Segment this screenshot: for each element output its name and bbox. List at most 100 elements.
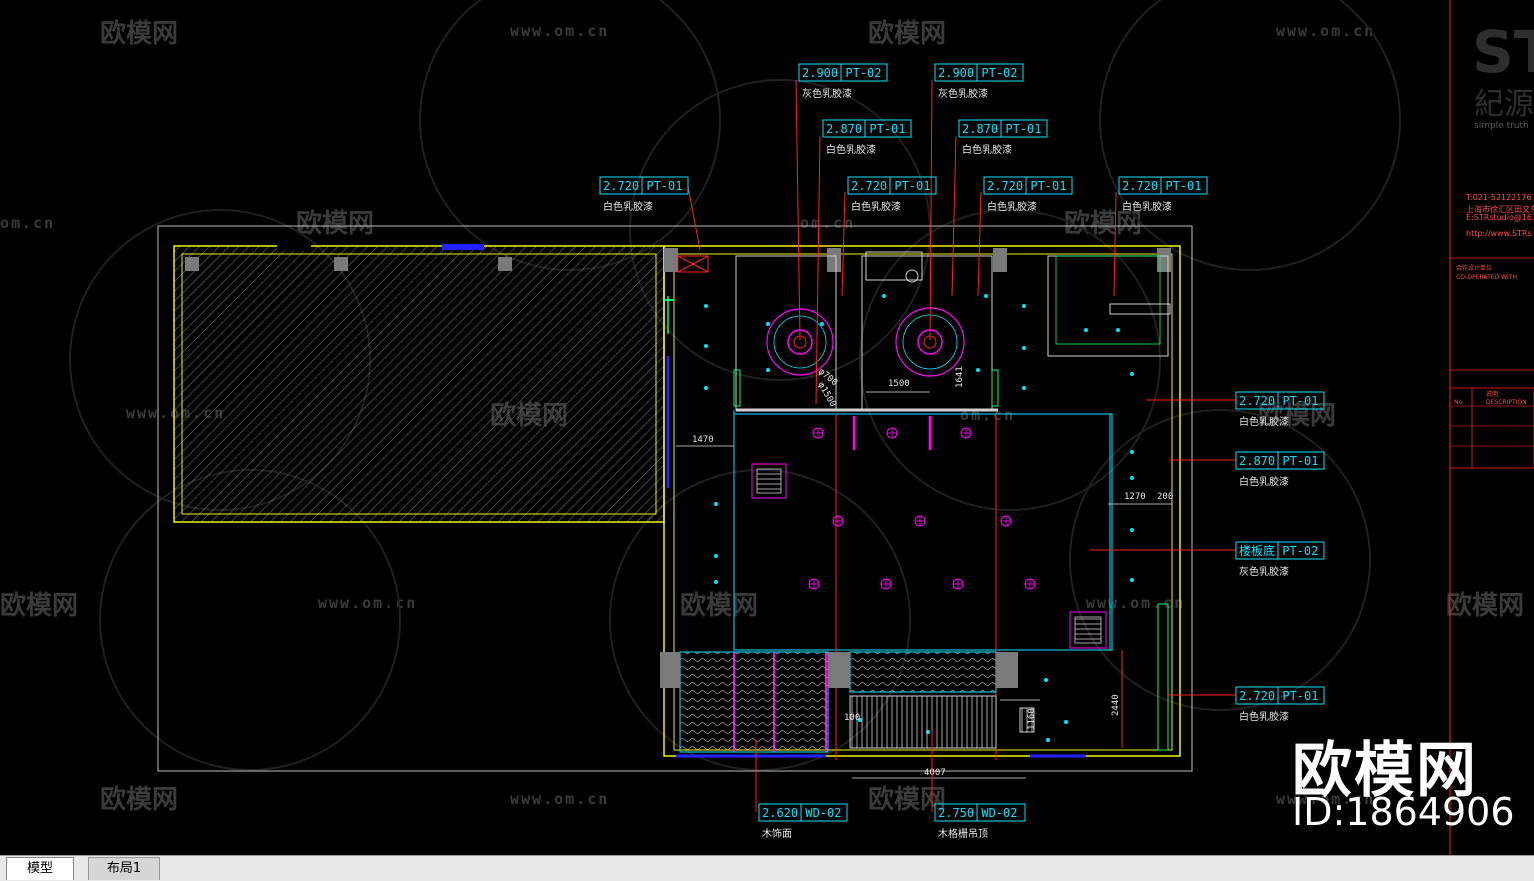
partitions	[733, 251, 1171, 412]
tag-code: 2.750 WD-02	[938, 806, 1017, 820]
leader-line	[977, 191, 982, 297]
ceiling-tag: 2.900 PT-02 灰色乳胶漆	[934, 63, 1024, 100]
leader-line	[1113, 191, 1117, 297]
tag-box	[934, 803, 1026, 822]
tag-desc: 白色乳胶漆	[962, 143, 1012, 156]
brand-overlay: 欧模网	[1292, 736, 1478, 806]
tag-box	[934, 63, 1024, 82]
downlight	[704, 344, 708, 348]
downlight	[714, 580, 718, 584]
tag-desc: 灰色乳胶漆	[802, 87, 852, 100]
rev-no: No.	[1454, 399, 1464, 406]
dim-label: 200	[1157, 492, 1173, 502]
studio-tel: T:021-52122176	[1465, 193, 1532, 202]
tag-desc: 灰色乳胶漆	[1239, 565, 1289, 578]
ceiling-zones	[733, 410, 1172, 760]
tag-code: 2.900 PT-02	[938, 66, 1017, 80]
downlight	[766, 322, 770, 326]
ceiling-tag: 2.720 PT-01 白色乳胶漆	[1118, 176, 1208, 213]
tag-box	[847, 176, 937, 195]
tag-code: 2.720 PT-01	[987, 179, 1066, 193]
watermark-brand: 欧模网	[1064, 208, 1142, 239]
downlight-group	[704, 294, 1134, 742]
tag-desc: 木饰面	[762, 827, 792, 840]
tag-box	[798, 63, 888, 82]
leader-line	[795, 79, 801, 341]
watermark-url: www.om.cn	[318, 594, 417, 612]
leader-line	[951, 135, 957, 297]
downlight	[976, 368, 980, 372]
dim-label: 100	[844, 713, 860, 723]
studio-address: 上海市徐汇区田文东路2	[1466, 204, 1534, 214]
model-id-overlay: ID:1864906	[1292, 790, 1515, 834]
logo-cn: 紀源	[1474, 87, 1534, 122]
tag-code: 2.720 PT-01	[1122, 179, 1201, 193]
downlight	[1084, 328, 1088, 332]
ceiling-tag: 2.870 PT-01 白色乳胶漆	[958, 119, 1048, 156]
downlight	[1130, 578, 1134, 582]
wood-ceiling-area	[660, 603, 1169, 753]
dim-label: 1160	[1027, 708, 1037, 730]
downlight	[1116, 328, 1120, 332]
layout-tab-bar: 模型 布局1	[0, 855, 1534, 881]
tag-desc: 白色乳胶漆	[987, 200, 1037, 213]
watermark-url: www.om.cn	[510, 790, 609, 808]
downlight	[1044, 678, 1048, 682]
coop-label-en: CO-OPERATED WITH	[1456, 274, 1517, 281]
air-vent-left	[751, 463, 787, 499]
downlight	[1022, 304, 1026, 308]
leader-line	[929, 79, 933, 341]
leader-line	[687, 185, 701, 251]
downlight	[882, 294, 886, 298]
tag-code: 2.620 WD-02	[762, 806, 841, 820]
logo-letters: ST	[1472, 18, 1534, 86]
watermark-url: www.om.cn	[510, 22, 609, 40]
tag-code: 2.720 PT-01	[1239, 689, 1318, 703]
downlight	[1130, 450, 1134, 454]
watermark-brand: 欧模网	[0, 590, 78, 621]
tag-desc: 白色乳胶漆	[1122, 200, 1172, 213]
cad-model-space[interactable]: 欧模网欧模网欧模网欧模网欧模网欧模网欧模网欧模网欧模网欧模网欧模网www.om.…	[0, 0, 1534, 855]
tag-code: 2.900 PT-02	[802, 66, 881, 80]
room-walls	[663, 245, 1181, 758]
watermark-url: om.cn	[0, 214, 55, 232]
dim-label: 1500	[888, 379, 910, 389]
leader-line	[815, 135, 821, 405]
watermark-brand: 欧模网	[1258, 400, 1336, 431]
watermark-circle	[629, 79, 931, 381]
downlight	[704, 304, 708, 308]
tag-desc: 白色乳胶漆	[851, 200, 901, 213]
tab-model[interactable]: 模型	[6, 857, 74, 880]
watermark-brand: 欧模网	[100, 18, 178, 49]
tag-box	[758, 803, 848, 822]
ceiling-tag: 2.720 PT-01 白色乳胶漆	[847, 176, 937, 213]
tab-layout1[interactable]: 布局1	[88, 857, 160, 880]
watermark-circle	[419, 0, 721, 271]
tag-code: 2.720 PT-01	[851, 179, 930, 193]
watermark-brand: 欧模网	[680, 590, 758, 621]
downlight	[714, 502, 718, 506]
downlight	[1130, 528, 1134, 532]
dim-label: 4007	[924, 768, 946, 778]
tag-desc: 白色乳胶漆	[1239, 710, 1289, 723]
watermark-circle	[859, 209, 1161, 511]
ceiling-tags: 2.900 PT-02 灰色乳胶漆 2.900 PT-02 灰色乳胶漆 2.870 PT…	[599, 63, 1325, 840]
tag-box	[983, 176, 1073, 195]
watermark-url: www.om.cn	[1086, 594, 1185, 612]
watermark-brand: 欧模网	[868, 18, 946, 49]
dim-label: 1470	[692, 435, 714, 445]
watermark-brand: 欧模网	[296, 208, 374, 239]
downlight	[1130, 476, 1134, 480]
hatched-area	[173, 243, 665, 523]
tag-box	[599, 176, 689, 195]
rev-cn: 说明	[1486, 390, 1498, 398]
studio-web: http://www.STRs	[1466, 229, 1532, 238]
tag-desc: 灰色乳胶漆	[938, 87, 988, 100]
title-block: ST 紀源 simple truth 上海市徐汇区田文东路2 T:021-521…	[1449, 0, 1534, 855]
coop-label-cn: 合作设计单位	[1456, 264, 1492, 272]
tag-code: 2.870 PT-01	[962, 122, 1041, 136]
